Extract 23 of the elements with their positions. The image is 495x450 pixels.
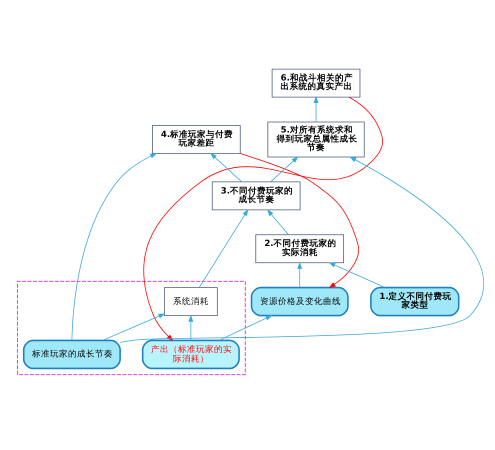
arrow bbox=[297, 262, 302, 288]
node-box: 系统消耗 bbox=[164, 287, 218, 316]
arrow bbox=[188, 314, 194, 341]
arrow bbox=[314, 96, 318, 122]
node-box: 5.对所有系统求和得到玩家总属性成长节奏 bbox=[267, 122, 365, 158]
arrow bbox=[198, 208, 248, 288]
arrow bbox=[210, 152, 242, 182]
node-box: 产出（标准玩家的实际消耗） bbox=[142, 340, 240, 370]
node-box: 6.和战斗相关的产出系统的真实产出 bbox=[272, 68, 360, 98]
arrow bbox=[102, 313, 166, 341]
node-box: 3.不同付费玩家的成长节奏 bbox=[212, 181, 300, 210]
node-box: 标准玩家的成长节奏 bbox=[22, 340, 121, 370]
arrow bbox=[240, 153, 360, 288]
node-box: 2.不同付费玩家的实际消耗 bbox=[255, 234, 344, 264]
arrow bbox=[266, 209, 289, 235]
arrow bbox=[328, 262, 386, 288]
node-box: 资源价格及变化曲线 bbox=[250, 286, 349, 316]
node-box: 4.标准玩家与付费玩家差距 bbox=[152, 125, 241, 154]
arrow bbox=[218, 315, 273, 341]
arrow bbox=[72, 153, 158, 341]
node-box: 1.定义不同付费玩家类型 bbox=[370, 286, 460, 316]
arrow bbox=[270, 156, 298, 182]
cluster bbox=[16, 280, 246, 376]
